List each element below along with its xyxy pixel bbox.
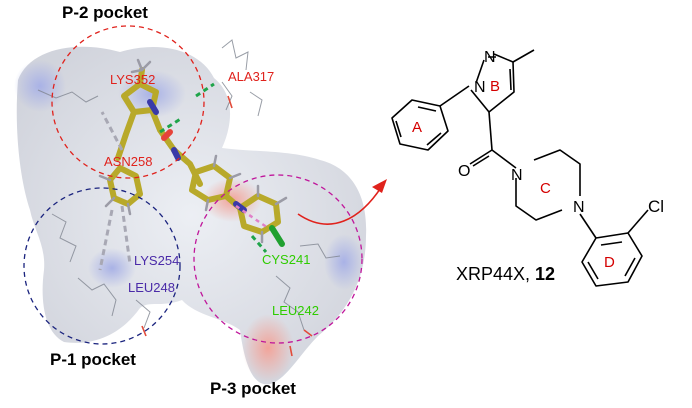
atom-o: O: [458, 163, 470, 180]
residue-lys254: LYS254: [134, 253, 179, 268]
ring-label-c: C: [540, 180, 551, 197]
p3-pocket-circle: [193, 174, 363, 344]
ring-label-a: A: [412, 119, 422, 136]
p3-pocket-title: P-3 pocket: [210, 379, 296, 398]
pi-contact-3: [98, 209, 114, 271]
ring-label-b: B: [490, 78, 500, 95]
p1-pocket-circle: [23, 187, 181, 345]
residue-asn258: ASN258: [104, 154, 152, 169]
hbond-green-3: [250, 235, 268, 253]
compound-name: XRP44X,: [456, 264, 535, 284]
atom-n1: N: [474, 79, 486, 96]
ring-b: [470, 53, 515, 113]
protein-surface: [14, 46, 367, 385]
residue-lys352: LYS352: [110, 72, 155, 87]
residue-leu242: LEU242: [272, 303, 319, 318]
mapping-arrow: [297, 179, 387, 225]
chemical-structure: [391, 49, 649, 287]
ligand-sticks: [98, 58, 288, 247]
compound-caption: XRP44X, 12: [456, 264, 555, 284]
residue-ala317: ALA317: [228, 69, 274, 84]
residue-leu248: LEU248: [128, 280, 175, 295]
atom-n2: N: [484, 49, 496, 66]
ring-c: [515, 149, 581, 221]
p2-pocket-title: P-2 pocket: [62, 3, 148, 22]
hbond-green-2: [159, 116, 183, 134]
pi-contact-4: [235, 204, 269, 230]
p1-pocket-title: P-1 pocket: [50, 350, 136, 369]
interactions: [98, 82, 269, 271]
atom-n3: N: [511, 167, 523, 184]
atom-cl: Cl: [648, 197, 664, 216]
ring-label-d: D: [604, 254, 615, 271]
compound-number: 12: [535, 264, 555, 284]
protein-side-chains: [37, 39, 341, 331]
residue-cys241: CYS241: [262, 252, 310, 267]
protein-atoms-red: [141, 95, 313, 357]
hbond-green-1: [195, 82, 215, 98]
atom-n4: N: [573, 199, 585, 216]
p2-pocket-circle: [51, 25, 205, 179]
pi-contact-1: [100, 111, 124, 151]
